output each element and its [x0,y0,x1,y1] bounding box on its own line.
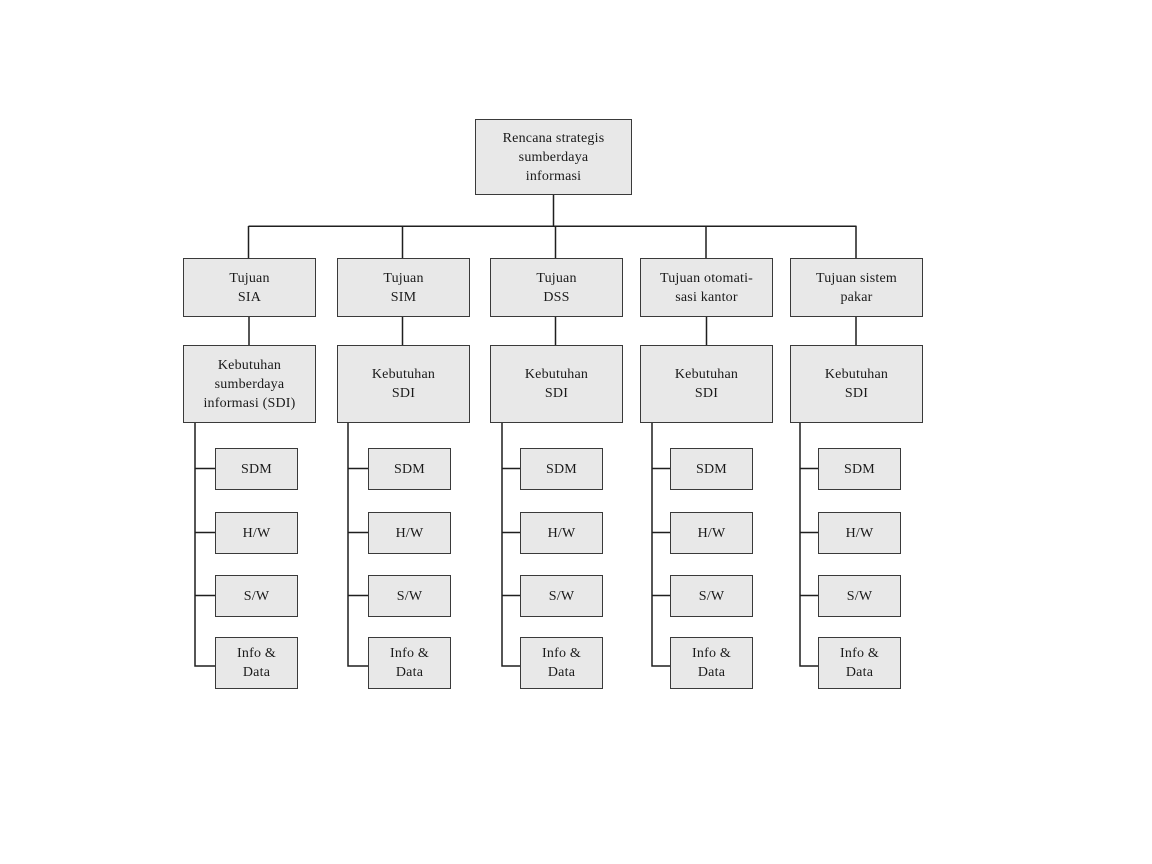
node-kebutuhan-sdi-dss: Kebutuhan SDI [490,345,623,423]
node-pakar-hw: H/W [818,512,901,554]
node-pakar-sdm: SDM [818,448,901,490]
node-oa-hw: H/W [670,512,753,554]
node-kebutuhan-sdi-sia: Kebutuhan sumberdaya informasi (SDI) [183,345,316,423]
connector-rail-col1 [194,422,216,667]
connector-rail-col2 [347,422,369,667]
node-sim-sdm: SDM [368,448,451,490]
connector-tujuan-kebutuhan [248,316,857,346]
connector-rail-col5 [799,422,819,667]
connector-rail-col3 [501,422,521,667]
node-oa-sw: S/W [670,575,753,617]
node-tujuan-otomatisasi-kantor: Tujuan otomati- sasi kantor [640,258,773,317]
node-sim-hw: H/W [368,512,451,554]
node-dss-sw: S/W [520,575,603,617]
node-sia-info-data: Info & Data [215,637,298,689]
connector-root-tree [247,194,857,259]
node-dss-info-data: Info & Data [520,637,603,689]
node-dss-sdm: SDM [520,448,603,490]
node-pakar-info-data: Info & Data [818,637,901,689]
node-sia-hw: H/W [215,512,298,554]
node-sim-info-data: Info & Data [368,637,451,689]
node-kebutuhan-sdi-oa: Kebutuhan SDI [640,345,773,423]
node-tujuan-dss: Tujuan DSS [490,258,623,317]
node-sim-sw: S/W [368,575,451,617]
node-tujuan-sim: Tujuan SIM [337,258,470,317]
node-sia-sdm: SDM [215,448,298,490]
node-kebutuhan-sdi-pakar: Kebutuhan SDI [790,345,923,423]
node-tujuan-sistem-pakar: Tujuan sistem pakar [790,258,923,317]
node-kebutuhan-sdi-sim: Kebutuhan SDI [337,345,470,423]
connector-rail-col4 [651,422,671,667]
node-tujuan-sia: Tujuan SIA [183,258,316,317]
node-oa-info-data: Info & Data [670,637,753,689]
node-sia-sw: S/W [215,575,298,617]
node-oa-sdm: SDM [670,448,753,490]
node-rencana-strategis: Rencana strategis sumberdaya informasi [475,119,632,195]
node-dss-hw: H/W [520,512,603,554]
node-pakar-sw: S/W [818,575,901,617]
